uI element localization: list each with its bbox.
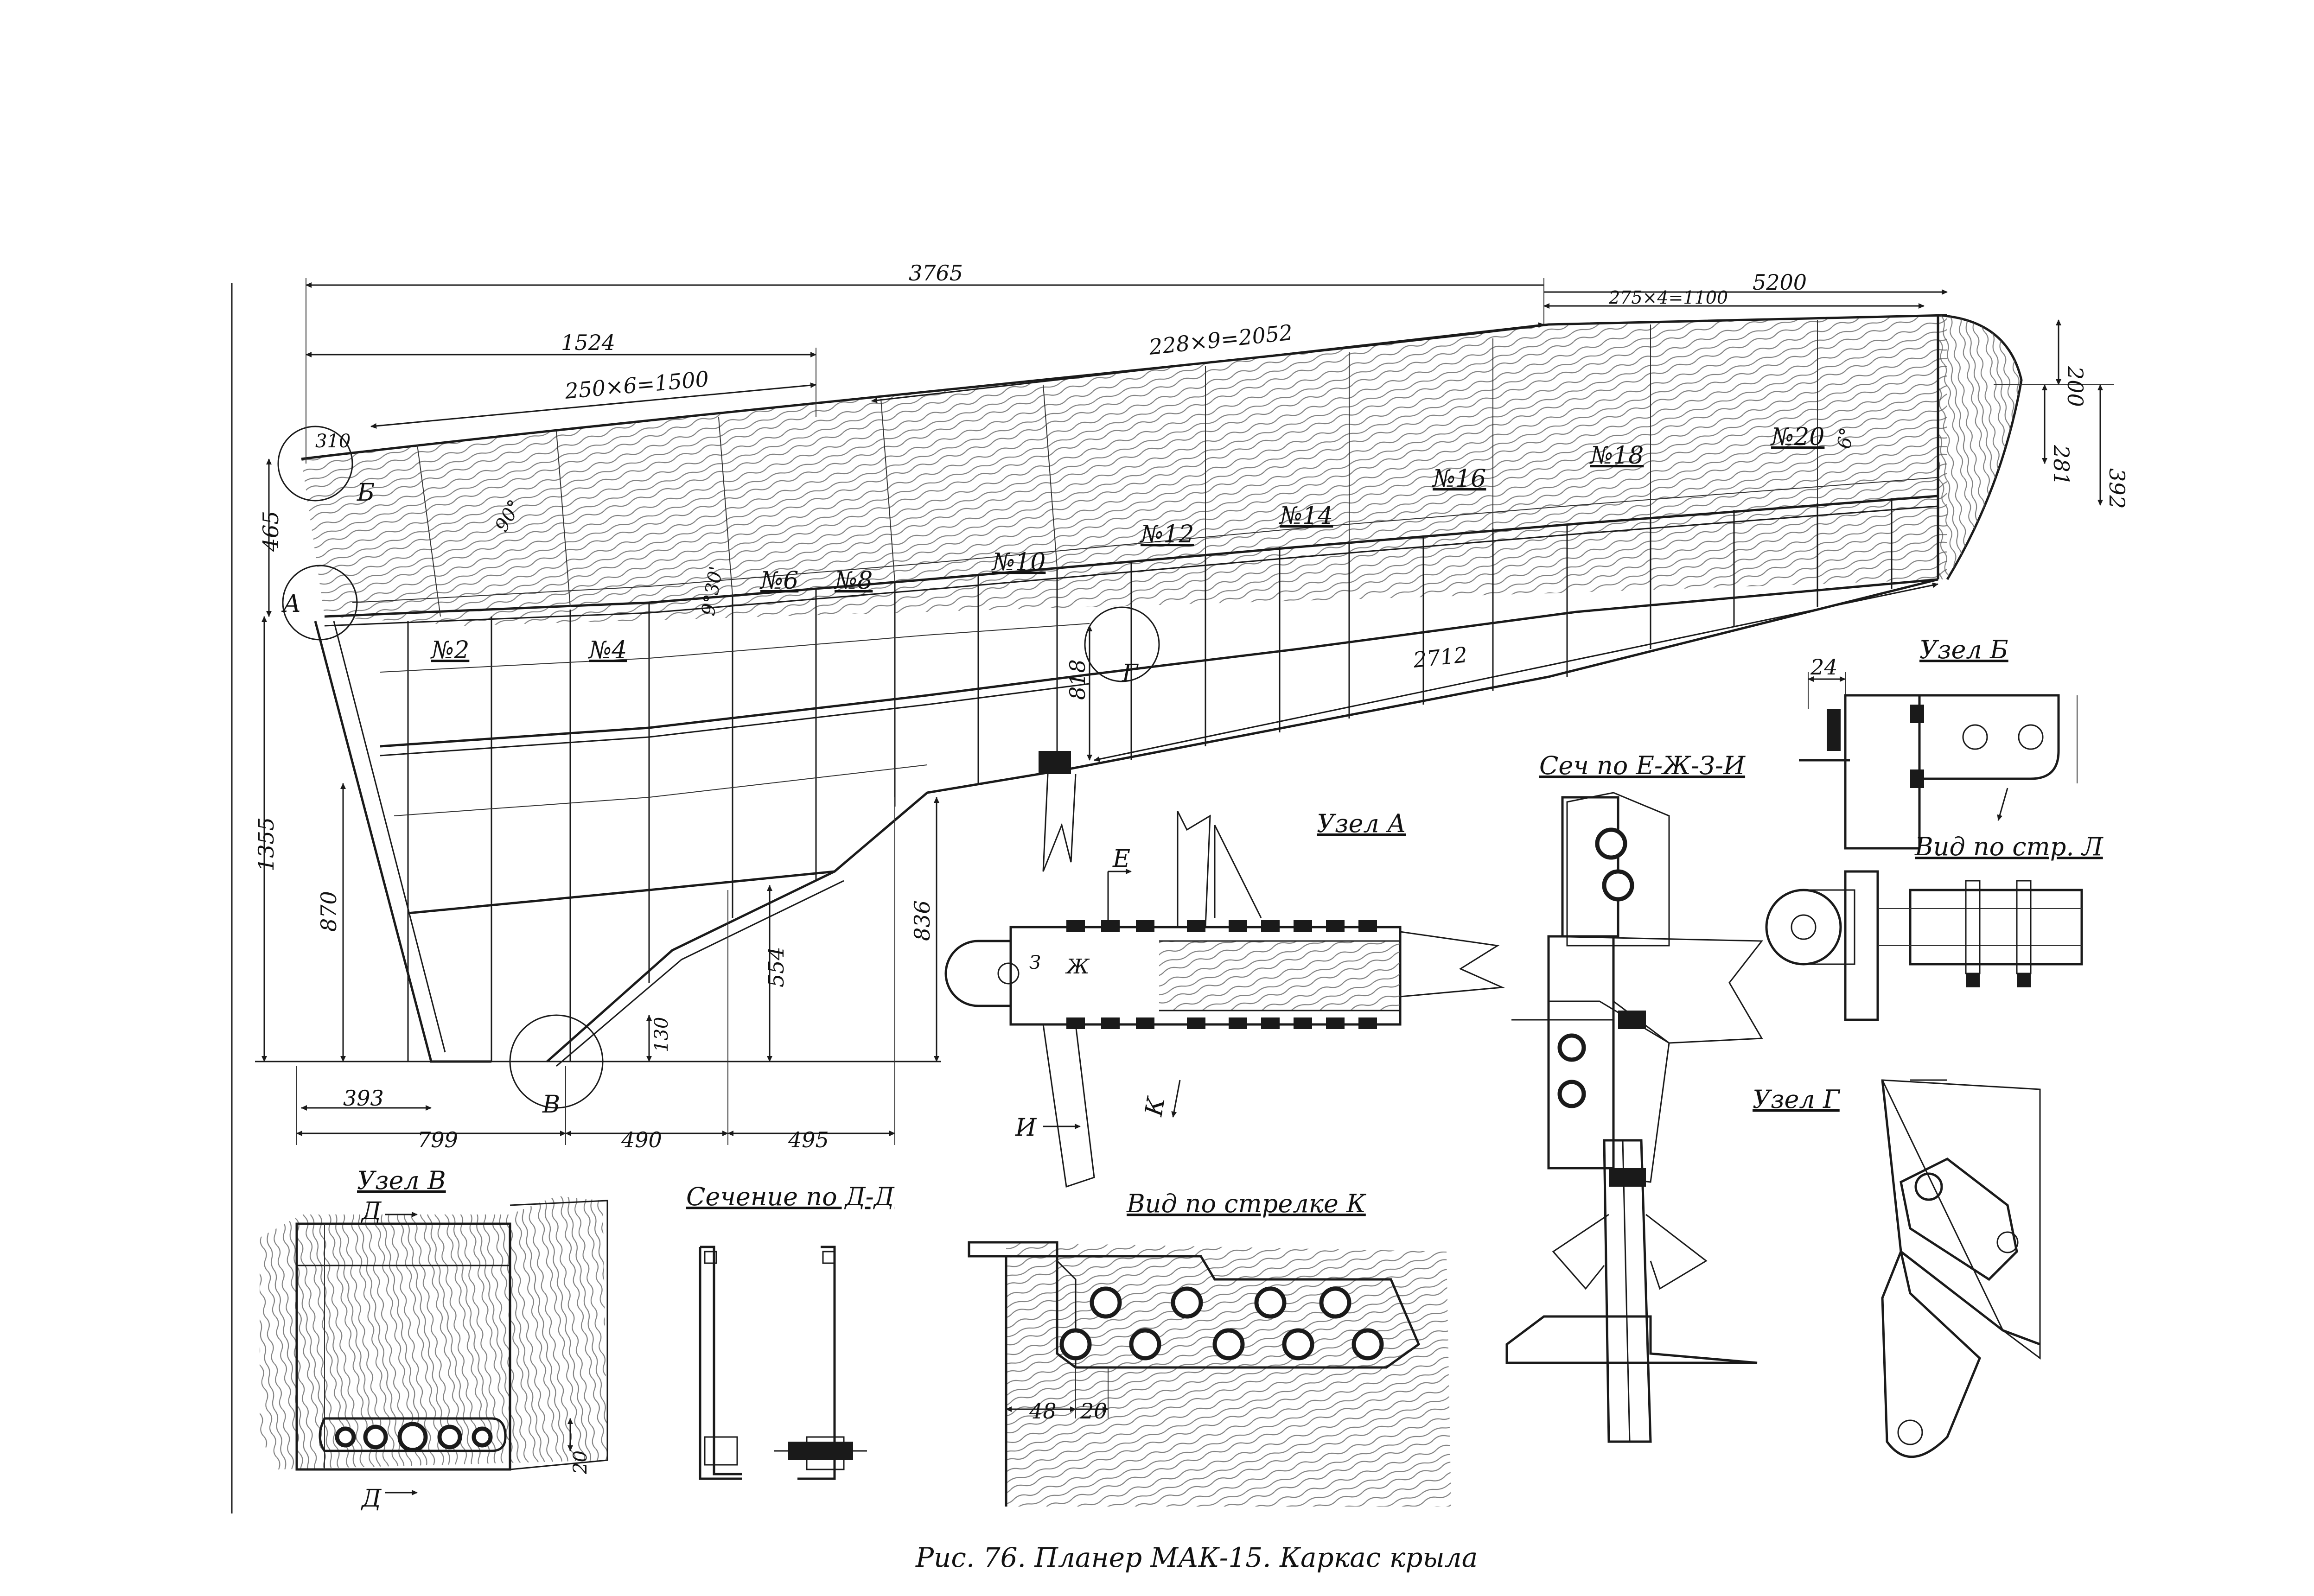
rib-label: №20 <box>1770 423 1824 451</box>
marker-v: В <box>542 1091 560 1119</box>
dimension-lines <box>255 278 2114 1145</box>
marker-i: И <box>1015 1114 1037 1142</box>
root-rib <box>314 621 491 1063</box>
rib-label: №18 <box>1589 442 1644 470</box>
dim-3765: 3765 <box>909 261 963 286</box>
dim-20-node-v: 20 <box>570 1450 591 1475</box>
marker-e: Е <box>1112 845 1130 873</box>
dim-818: 818 <box>1065 659 1090 700</box>
dim-799: 799 <box>417 1127 458 1152</box>
node-a-bolts <box>1066 920 1377 1029</box>
root-fitting <box>1039 751 1071 774</box>
view-l: Вид по стр. Л <box>1765 832 2104 1021</box>
dim-6deg: 6° <box>1834 426 1858 451</box>
trailing-edge-root <box>408 768 1067 915</box>
dim-870: 870 <box>316 891 341 932</box>
front-spar <box>324 495 1938 618</box>
marker-z: З <box>1029 952 1041 973</box>
rib-label: №12 <box>1140 521 1194 548</box>
dim-20-view-k: 20 <box>1080 1399 1108 1424</box>
marker-a: А <box>281 590 301 618</box>
dim-392: 392 <box>2104 468 2129 509</box>
rib-label: №16 <box>1432 465 1486 493</box>
detail-circle-b <box>277 426 353 502</box>
section-dd-view: Сечение по Д-Д <box>686 1182 895 1480</box>
wing-plan-view: 3765 5200 275×4=1100 1524 228×9=2052 250… <box>231 261 2129 1513</box>
dim-836: 836 <box>910 900 935 941</box>
marker-g: Г <box>1122 660 1139 687</box>
node-b-title: Узел Б <box>1919 635 2008 664</box>
dim-281: 281 <box>2049 445 2074 486</box>
dim-465: 465 <box>258 511 283 552</box>
section-dd-title: Сечение по Д-Д <box>686 1182 895 1211</box>
dim-495: 495 <box>788 1127 829 1152</box>
dim-1524: 1524 <box>561 330 615 355</box>
marker-b: Б <box>357 479 375 507</box>
rib-label: №2 <box>430 636 469 664</box>
rib-label: №8 <box>834 567 873 595</box>
dim-490: 490 <box>621 1127 662 1152</box>
marker-k: К <box>1140 1094 1171 1119</box>
marker-d-top: Д <box>361 1197 382 1225</box>
rib-label: №14 <box>1279 502 1333 530</box>
leading-edge-skin <box>301 315 1947 626</box>
view-k-title: Вид по стрелке К <box>1126 1189 1366 1218</box>
node-g-view: Узел Г <box>1753 1079 2041 1458</box>
dim-1355: 1355 <box>254 817 279 871</box>
marker-zh: Ж <box>1065 955 1090 979</box>
figure-caption: Рис. 76. Планер МАК-15. Каркас крыла <box>915 1542 1478 1573</box>
node-a-title: Узел А <box>1317 809 1406 838</box>
dim-228x9: 228×9=2052 <box>1147 320 1294 360</box>
node-b-view: Узел Б 24 <box>1799 635 2078 850</box>
dim-2712: 2712 <box>1412 642 1469 673</box>
dim-200: 200 <box>2063 366 2088 407</box>
dim-48: 48 <box>1029 1399 1057 1424</box>
dim-130: 130 <box>651 1017 672 1052</box>
dim-310: 310 <box>315 431 351 452</box>
node-v-title: Узел В <box>357 1166 446 1195</box>
view-k: Вид по стрелке К 48 20 <box>968 1189 1451 1507</box>
node-g-title: Узел Г <box>1753 1085 1841 1114</box>
section-ezhzi-view: Сеч по Е-Ж-З-И <box>1511 751 1764 1183</box>
rib-label: №10 <box>991 548 1045 576</box>
section-ezhzi-title: Сеч по Е-Ж-З-И <box>1539 751 1746 780</box>
dim-5200: 5200 <box>1753 270 1807 295</box>
rib-label: №4 <box>588 636 627 664</box>
rib-label: №6 <box>759 567 798 595</box>
dim-393: 393 <box>343 1086 384 1111</box>
node-a-view: Узел А Е Ж З И К <box>944 809 1505 1188</box>
view-k-holes <box>1059 1286 1384 1361</box>
detail-circle-a <box>282 565 358 641</box>
dim-250x6: 250×6=1500 <box>563 366 710 404</box>
node-v-view: Узел В 20 Д Д <box>260 1166 608 1513</box>
diagonal-strut <box>546 792 928 1062</box>
view-l-title: Вид по стр. Л <box>1914 832 2104 861</box>
dim-275x4: 275×4=1100 <box>1608 287 1728 308</box>
marker-d-bottom: Д <box>361 1485 382 1513</box>
dim-24: 24 <box>1810 655 1838 680</box>
gusset-fork-view <box>1505 1139 1758 1443</box>
dim-554: 554 <box>764 947 789 987</box>
